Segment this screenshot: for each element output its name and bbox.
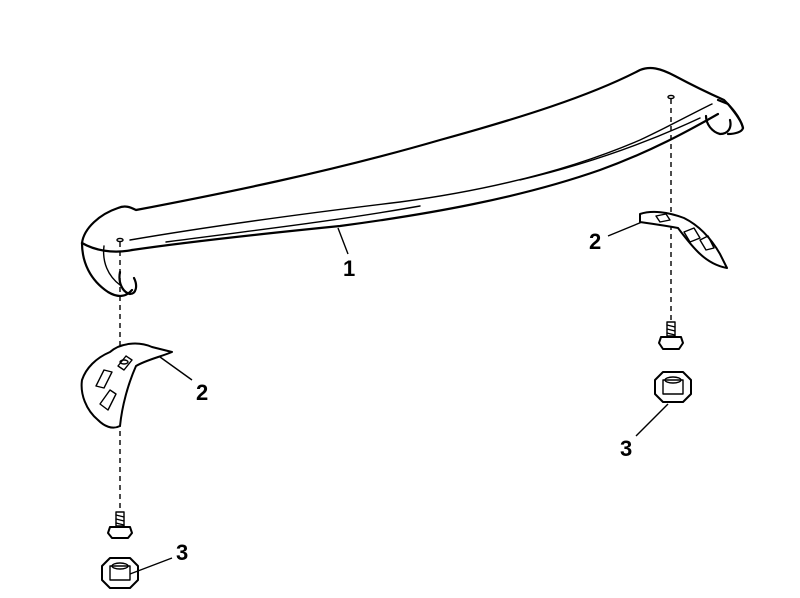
nut-right [654,371,692,403]
callout-nut-right: 3 [620,436,632,461]
bolt-right [658,321,684,350]
callout-bracket-left: 2 [196,380,208,405]
nut-left [101,557,139,589]
bolt-left [107,511,133,539]
callout-nut-left: 3 [176,540,188,565]
bracket-left [80,342,173,429]
callout-spoiler: 1 [343,256,355,281]
rear-spoiler [80,66,745,297]
callout-bracket-right: 2 [589,229,601,254]
leader-lines [129,221,669,575]
bracket-right [639,210,728,269]
